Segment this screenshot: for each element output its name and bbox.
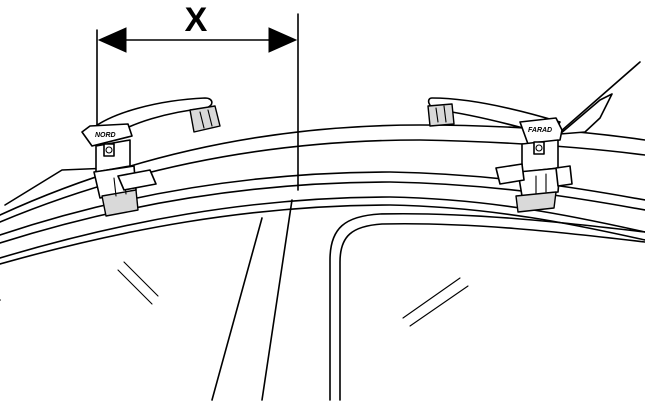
glass-reflection-1 <box>123 261 159 297</box>
front-fold-line <box>4 167 111 206</box>
carrier-left-head <box>81 123 133 147</box>
a-pillar-right-line <box>261 199 293 401</box>
carrier-foot-left: NORD <box>81 97 221 217</box>
dimension-arrow-left <box>97 27 127 53</box>
windows <box>0 199 645 401</box>
carrier-right-clamp <box>517 167 561 197</box>
carrier-right-clamp-jaw <box>515 191 557 213</box>
carrier-left-lever-hinge <box>189 105 221 133</box>
carrier-foot-right: FARAD <box>427 97 573 213</box>
carrier-left-lock <box>103 143 115 157</box>
carrier-left-brand: NORD <box>95 132 116 139</box>
antenna-base <box>559 93 613 135</box>
carrier-right-head <box>519 117 563 145</box>
a-pillar-left-line <box>211 217 263 401</box>
carrier-left-clamp-jaw <box>101 189 139 217</box>
roof-line-6 <box>0 204 645 265</box>
dimension-x: X <box>96 1 299 191</box>
glass-reflection-4 <box>409 285 469 327</box>
carrier-right-brand: FARAD <box>528 127 552 134</box>
roof-line-5 <box>0 196 645 259</box>
carrier-right-lock <box>533 141 545 155</box>
carrier-right-pad-right <box>555 165 573 187</box>
door-window-frame-outer <box>329 212 645 401</box>
door-window-frame-inner <box>339 222 645 401</box>
dimension-label: X <box>185 1 208 39</box>
carrier-left-pad <box>117 169 157 191</box>
glass-reflection-3 <box>402 277 461 319</box>
glass-reflection-2 <box>117 269 153 305</box>
carrier-right-pad-left <box>495 163 525 185</box>
carrier-right-lever-hinge <box>427 103 455 127</box>
antenna-rod <box>559 61 641 133</box>
dimension-arrow-right <box>268 27 298 53</box>
antenna <box>559 61 641 135</box>
